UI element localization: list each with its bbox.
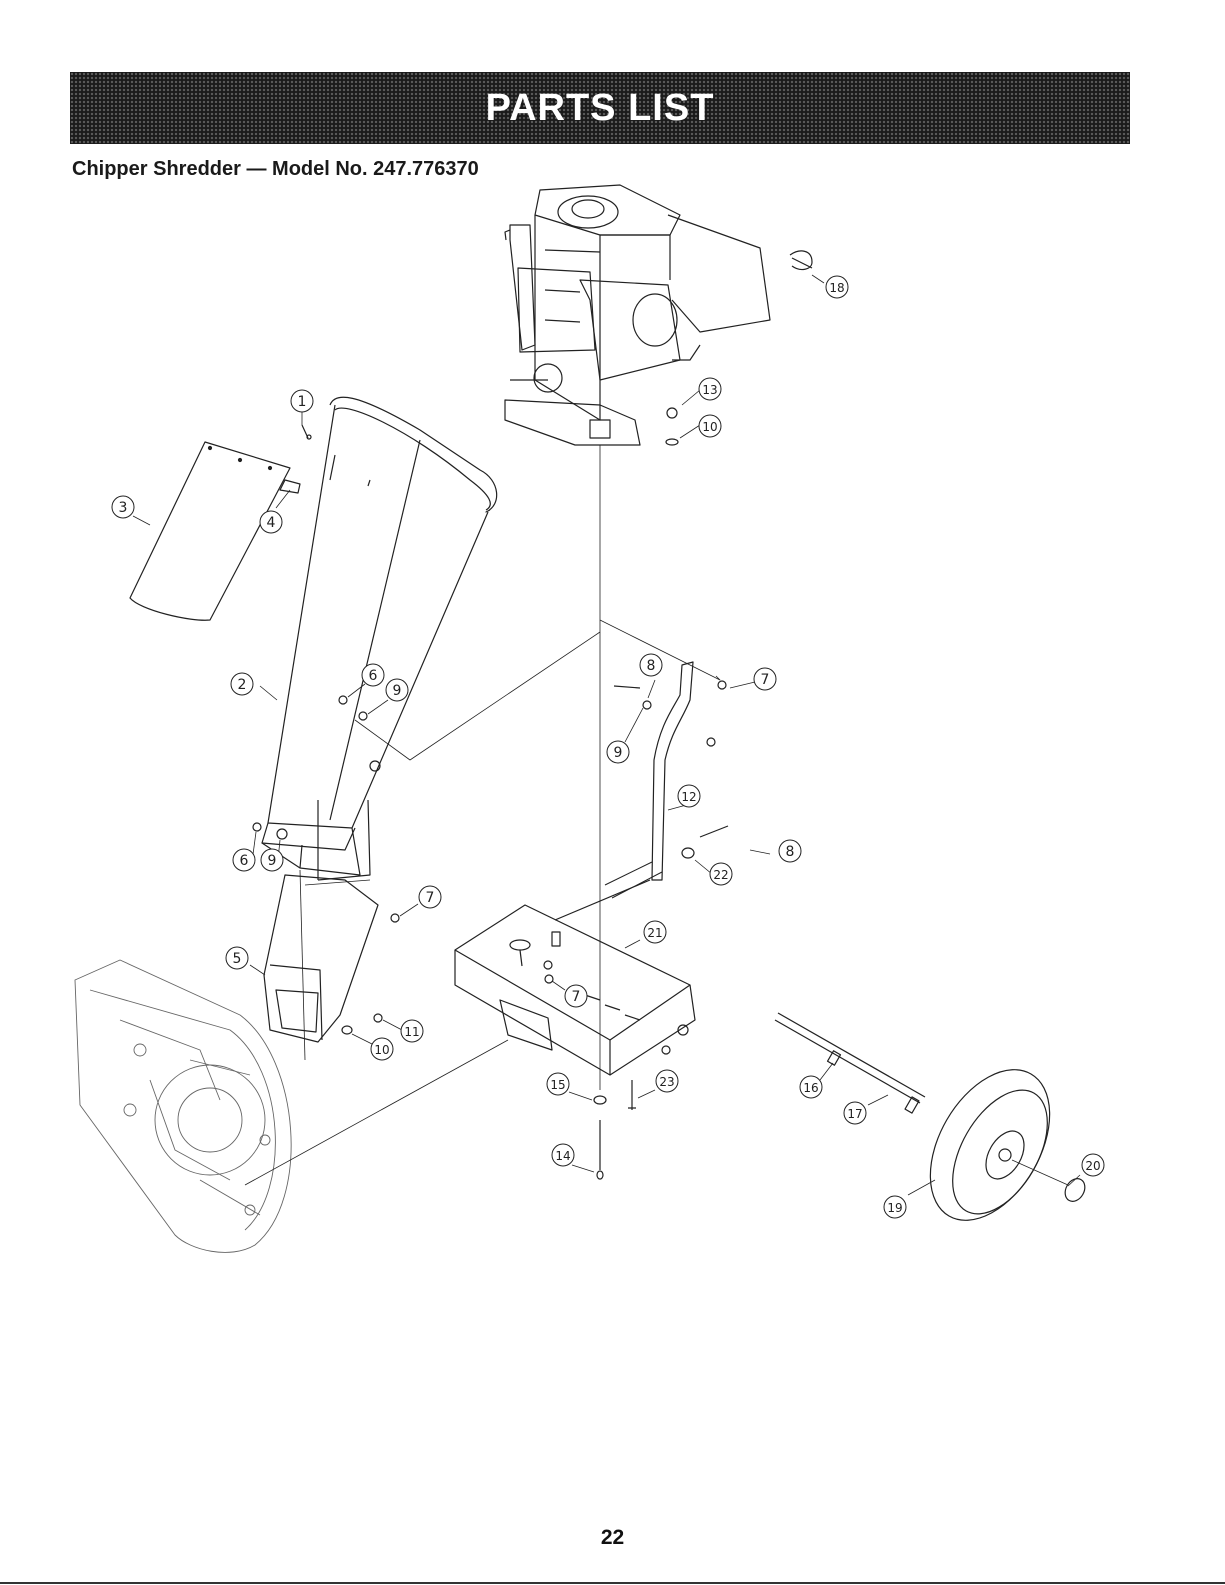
page-number: 22 (0, 1526, 1225, 1550)
callout-7: 7 (754, 668, 776, 690)
callout-19: 19 (884, 1196, 906, 1218)
callout-13: 13 (699, 378, 721, 400)
svg-text:12: 12 (681, 790, 696, 804)
svg-text:7: 7 (572, 989, 581, 1005)
svg-text:10: 10 (702, 420, 717, 434)
bottom-rule (0, 1582, 1225, 1584)
callout-18: 18 (826, 276, 848, 298)
svg-text:14: 14 (555, 1149, 570, 1163)
callout-15: 15 (547, 1073, 569, 1095)
callout-22: 22 (710, 863, 732, 885)
svg-text:9: 9 (393, 683, 402, 699)
svg-text:5: 5 (233, 951, 242, 967)
engine-drawing (505, 185, 770, 445)
callout-8: 8 (779, 840, 801, 862)
svg-text:20: 20 (1085, 1159, 1100, 1173)
callout-9: 9 (261, 849, 283, 871)
callout-10: 10 (371, 1038, 393, 1060)
callout-7: 7 (565, 985, 587, 1007)
callout-1: 1 (291, 390, 313, 412)
callout-2: 2 (231, 673, 253, 695)
svg-text:6: 6 (369, 668, 378, 684)
svg-text:21: 21 (647, 926, 662, 940)
svg-text:7: 7 (761, 672, 770, 688)
svg-text:22: 22 (713, 868, 728, 882)
callout-14: 14 (552, 1144, 574, 1166)
callout-17: 17 (844, 1102, 866, 1124)
svg-text:23: 23 (659, 1075, 674, 1089)
callout-16: 16 (800, 1076, 822, 1098)
callout-10: 10 (699, 415, 721, 437)
axle-wheel-drawing (775, 1013, 1089, 1241)
svg-text:8: 8 (647, 658, 656, 674)
callout-12: 12 (678, 785, 700, 807)
svg-text:13: 13 (702, 383, 717, 397)
svg-text:11: 11 (404, 1025, 419, 1039)
callout-6: 6 (362, 664, 384, 686)
svg-text:9: 9 (268, 853, 277, 869)
svg-text:3: 3 (119, 500, 128, 516)
housing-drawing (75, 960, 291, 1252)
svg-text:19: 19 (887, 1201, 902, 1215)
callout-23: 23 (656, 1070, 678, 1092)
svg-text:7: 7 (426, 890, 435, 906)
lower-chute-drawing (264, 800, 378, 1042)
callout-9: 9 (607, 741, 629, 763)
handle-drawing (605, 662, 693, 898)
callout-6: 6 (233, 849, 255, 871)
callout-7: 7 (419, 886, 441, 908)
svg-text:2: 2 (238, 677, 247, 693)
svg-text:6: 6 (240, 853, 249, 869)
svg-text:16: 16 (803, 1081, 818, 1095)
hardware-drawing (253, 408, 728, 1179)
svg-text:10: 10 (374, 1043, 389, 1057)
svg-text:18: 18 (829, 281, 844, 295)
svg-text:9: 9 (614, 745, 623, 761)
callout-3: 3 (112, 496, 134, 518)
leader-lines (133, 275, 1080, 1195)
callout-20: 20 (1082, 1154, 1104, 1176)
svg-text:15: 15 (550, 1078, 565, 1092)
callout-11: 11 (401, 1020, 423, 1042)
hopper-drawing (262, 397, 497, 875)
svg-text:4: 4 (267, 515, 276, 531)
hairpin-clip-drawing (790, 251, 812, 270)
callout-8: 8 (640, 654, 662, 676)
frame-drawing (455, 880, 695, 1075)
callout-9: 9 (386, 679, 408, 701)
callout-21: 21 (644, 921, 666, 943)
callout-4: 4 (260, 511, 282, 533)
svg-text:8: 8 (786, 844, 795, 860)
callout-5: 5 (226, 947, 248, 969)
svg-text:17: 17 (847, 1107, 862, 1121)
svg-text:1: 1 (298, 394, 307, 410)
